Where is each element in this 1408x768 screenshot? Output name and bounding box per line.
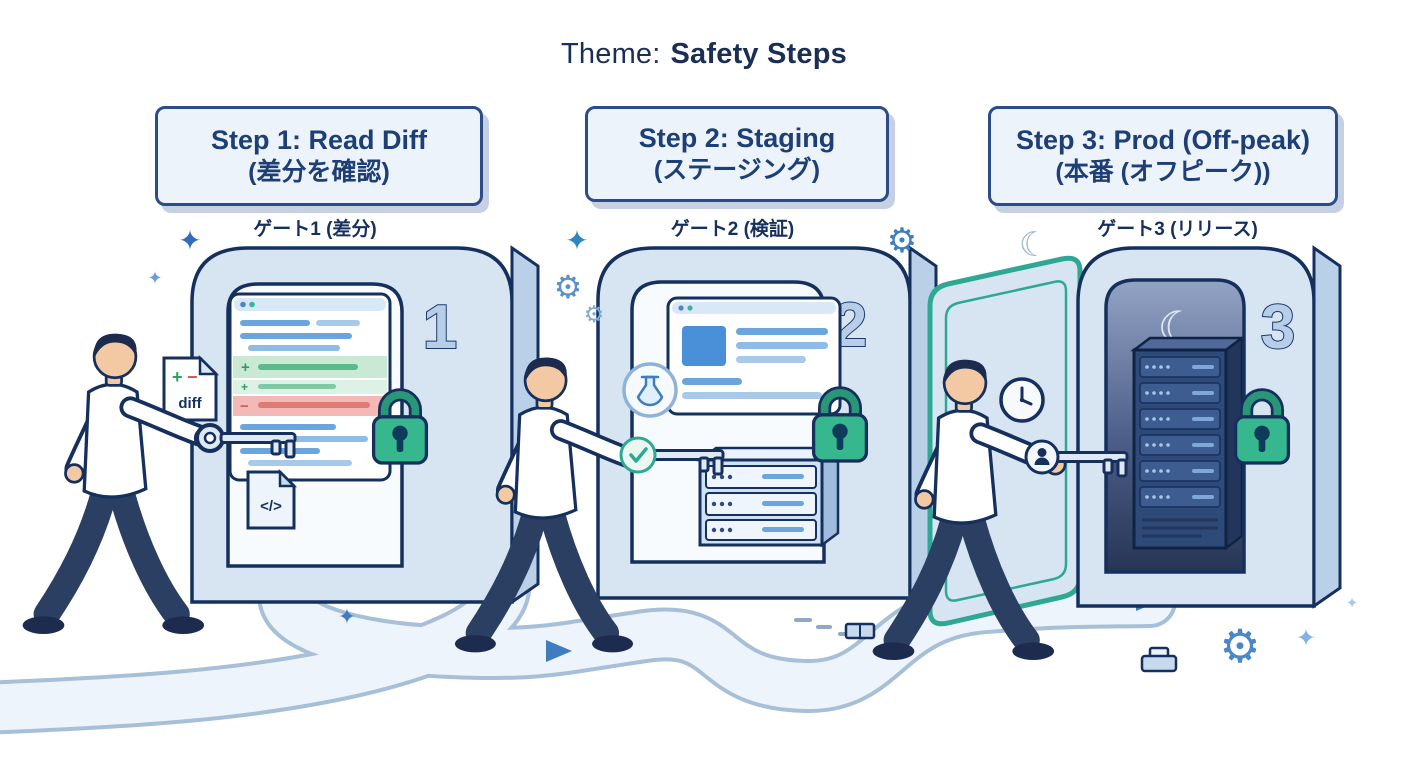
sparkle-icon: ✦	[338, 604, 356, 629]
open-door-inner-line	[944, 280, 1068, 602]
gate-1: 1 + + −	[162, 245, 540, 605]
gear-icon: ⚙	[887, 222, 917, 260]
gate-2-label: ゲート2 (検証)	[670, 219, 795, 240]
code-file-icon: </>	[246, 468, 298, 530]
gate-3-label: ゲート3 (リリース)	[1097, 219, 1258, 240]
road-dashes	[794, 618, 852, 636]
title-prefix: Theme:	[561, 38, 661, 70]
step-2-banner: Step 2: Staging (ステージング)	[585, 106, 889, 202]
gate-number-3: 3	[1261, 293, 1295, 362]
title-emphasis: Safety Steps	[670, 38, 847, 70]
road-arrow-icon	[546, 640, 572, 662]
gear-icon: ⚙	[584, 301, 605, 327]
step-2-title: Step 2: Staging	[638, 122, 836, 153]
diff-file-icon: + − diff	[162, 354, 220, 422]
step-3-title: Step 3: Prod (Off-peak)	[1015, 124, 1311, 155]
step-2-subtitle: (ステージング)	[653, 156, 821, 185]
svg-text:+: +	[172, 367, 183, 387]
sparkle-icon: ✦	[147, 268, 162, 288]
flask-icon	[622, 362, 678, 418]
gear-icon: ⚙	[1219, 620, 1260, 672]
svg-text:</>: </>	[260, 498, 282, 515]
sparkle-icon: ✦	[1346, 595, 1359, 612]
step-1-title: Step 1: Read Diff	[210, 124, 428, 155]
debris-icon	[1140, 646, 1178, 673]
svg-text:−: −	[187, 367, 198, 387]
sparkle-icon: ✦	[1296, 625, 1316, 652]
step-1-banner: Step 1: Read Diff (差分を確認)	[155, 106, 483, 206]
gate-3-side	[1312, 245, 1342, 609]
staging-app-window	[666, 296, 842, 416]
path-road	[0, 520, 1177, 735]
sparkle-icon: ✦	[178, 225, 201, 256]
brick-icon	[844, 622, 876, 640]
diff-viewer-window: + + −	[228, 292, 392, 482]
gate-1-label: ゲート1 (差分)	[253, 219, 377, 240]
svg-text:+: +	[241, 359, 250, 376]
page-title: Theme: Safety Steps	[0, 38, 1408, 71]
step-3-subtitle: (本番 (オフピーク))	[1055, 158, 1271, 187]
stamp-badge-icon	[1024, 439, 1060, 475]
gear-icon: ⚙	[554, 269, 583, 305]
gate-2: 2	[596, 245, 938, 601]
step-1-subtitle: (差分を確認)	[248, 158, 390, 187]
clock-icon	[999, 377, 1045, 423]
svg-text:diff: diff	[178, 395, 202, 412]
gate-3-frame	[1076, 246, 1316, 608]
check-badge-icon	[619, 436, 657, 474]
step-3-banner: Step 3: Prod (Off-peak) (本番 (オフピーク))	[988, 106, 1338, 206]
server-rack-icon	[1130, 335, 1246, 551]
moon-icon: ☾	[1019, 226, 1049, 264]
gate-number-1: 1	[423, 293, 457, 362]
sparkle-icon: ✦	[565, 225, 588, 256]
svg-text:+: +	[241, 380, 248, 394]
svg-text:−: −	[240, 398, 249, 415]
